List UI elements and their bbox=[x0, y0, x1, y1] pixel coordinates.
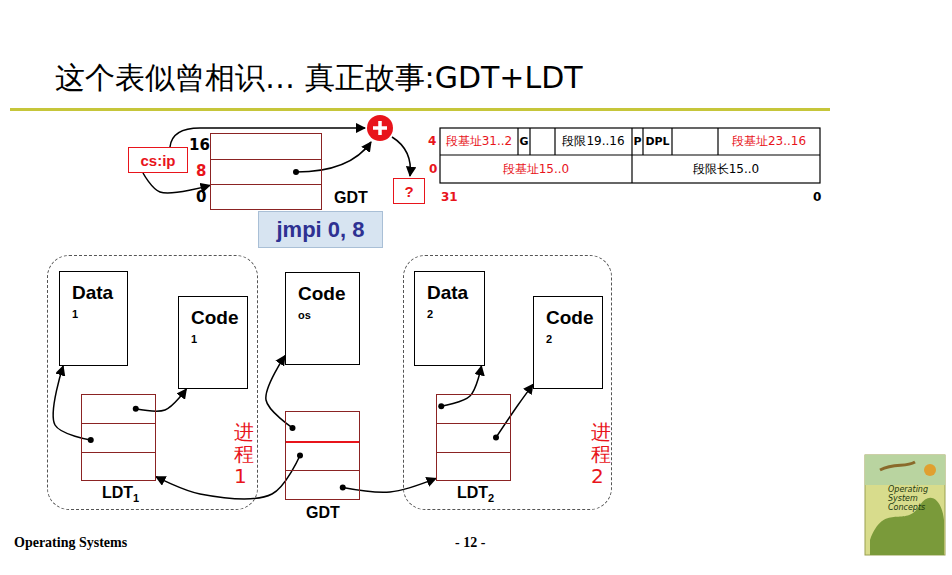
process-label: 进程1 bbox=[234, 421, 254, 487]
node-label: Data bbox=[72, 282, 119, 304]
table-rule bbox=[631, 128, 632, 183]
node-label: Code bbox=[298, 283, 351, 305]
table-row-rule bbox=[437, 452, 510, 453]
table-cell: 段限长15..0 bbox=[632, 155, 820, 183]
table-cell: DPL bbox=[643, 128, 672, 155]
table-rule bbox=[440, 154, 820, 155]
segment-box: Code os bbox=[285, 272, 360, 365]
bit-number: 0 bbox=[196, 188, 206, 206]
sun bbox=[924, 464, 936, 476]
node-label: Code bbox=[191, 307, 239, 329]
bit-number: 0 bbox=[813, 190, 821, 204]
bit-number: 0 bbox=[429, 162, 437, 176]
segment-box: Code 2 bbox=[533, 296, 603, 389]
node-label: LDT bbox=[457, 484, 488, 501]
table-caption: LDT1 bbox=[102, 484, 139, 504]
segment-box: Code 1 bbox=[178, 296, 248, 389]
base-wire bbox=[296, 142, 371, 172]
bit-number: 8 bbox=[196, 162, 206, 180]
result-wire bbox=[392, 137, 410, 176]
dinosaur-neck bbox=[880, 462, 915, 470]
table-rule bbox=[529, 128, 530, 155]
segment-box: Data 1 bbox=[59, 271, 128, 366]
cover-sky bbox=[865, 455, 945, 485]
ldt-table: LDT2 bbox=[436, 394, 511, 481]
node-label: 1 bbox=[191, 333, 239, 345]
bit-number: 4 bbox=[428, 134, 436, 148]
pointer-arrow bbox=[441, 366, 481, 406]
gdt-table: GDT bbox=[210, 133, 322, 210]
plus-sign bbox=[373, 121, 387, 135]
node-label: Data bbox=[427, 282, 476, 304]
pointer-arrow bbox=[156, 456, 300, 499]
footer-text: - 12 - bbox=[455, 535, 485, 551]
node-label: 1 bbox=[133, 492, 139, 504]
table-caption: LDT2 bbox=[457, 484, 494, 504]
book-cover bbox=[865, 455, 945, 555]
table-cell: 段限19..16 bbox=[555, 128, 632, 155]
table-caption: GDT bbox=[334, 189, 368, 207]
node-label: 2 bbox=[546, 333, 594, 345]
table-row-rule bbox=[211, 184, 321, 185]
node-label: GDT bbox=[334, 189, 368, 206]
pointer-arrow bbox=[136, 389, 187, 411]
pointer-arrow bbox=[343, 478, 436, 492]
gdt-table: GDT bbox=[285, 411, 360, 500]
table-rule bbox=[642, 128, 643, 155]
table-cell: 段基址15..0 bbox=[440, 155, 632, 183]
pointer-arrow bbox=[53, 366, 91, 440]
node-label: Code bbox=[546, 307, 594, 329]
table-outline bbox=[440, 128, 820, 183]
pointer-arrow bbox=[496, 384, 533, 437]
table-row-rule bbox=[286, 441, 359, 443]
table-rule bbox=[554, 128, 555, 155]
node-label: jmpi 0, 8 bbox=[276, 217, 364, 243]
process-label: 进程2 bbox=[591, 421, 611, 487]
pointer-arrow bbox=[266, 356, 293, 428]
table-caption: GDT bbox=[306, 504, 340, 522]
node-label: ? bbox=[404, 183, 413, 200]
footer-text: Operating Systems bbox=[14, 535, 127, 551]
table-rule bbox=[717, 128, 718, 155]
table-rule bbox=[671, 128, 672, 155]
bit-number: 16 bbox=[189, 136, 210, 154]
cover bbox=[865, 455, 945, 555]
ldt-table: LDT1 bbox=[81, 394, 156, 481]
instruction-box: jmpi 0, 8 bbox=[258, 211, 383, 248]
segment-box: Data 2 bbox=[414, 271, 485, 366]
table-cell: 段基址31..2 bbox=[440, 128, 518, 155]
table-cell: 段基址23..16 bbox=[718, 128, 820, 155]
table-cell: G bbox=[518, 128, 530, 155]
register-box: cs:ip bbox=[128, 147, 188, 173]
adder-symbol bbox=[367, 115, 393, 141]
title-rule bbox=[10, 108, 830, 111]
node-label: LDT bbox=[102, 484, 133, 501]
node-label: 2 bbox=[427, 308, 476, 320]
table-row-rule bbox=[437, 423, 510, 424]
table-row-rule bbox=[286, 470, 359, 471]
node-label: os bbox=[298, 309, 351, 321]
table-rule bbox=[517, 128, 518, 155]
slide-title: 这个表似曾相识… 真正故事:GDT+LDT bbox=[55, 58, 583, 99]
descriptor-table bbox=[440, 128, 820, 183]
process-region: 进程2Data2Code2LDT2 bbox=[403, 255, 612, 510]
bit-number: 31 bbox=[441, 190, 458, 204]
result-box: ? bbox=[393, 178, 425, 204]
node-label: 1 bbox=[72, 308, 119, 320]
node-label: cs:ip bbox=[140, 152, 175, 169]
process-region: 进程1Data1Code1LDT1 bbox=[47, 255, 258, 510]
footer-text: Operating System Concepts bbox=[888, 486, 942, 512]
node-label: GDT bbox=[306, 504, 340, 521]
node-label: 2 bbox=[488, 492, 494, 504]
table-row-rule bbox=[211, 159, 321, 160]
table-row-rule bbox=[82, 423, 155, 424]
table-row-rule bbox=[82, 452, 155, 453]
table-cell: P bbox=[632, 128, 643, 155]
